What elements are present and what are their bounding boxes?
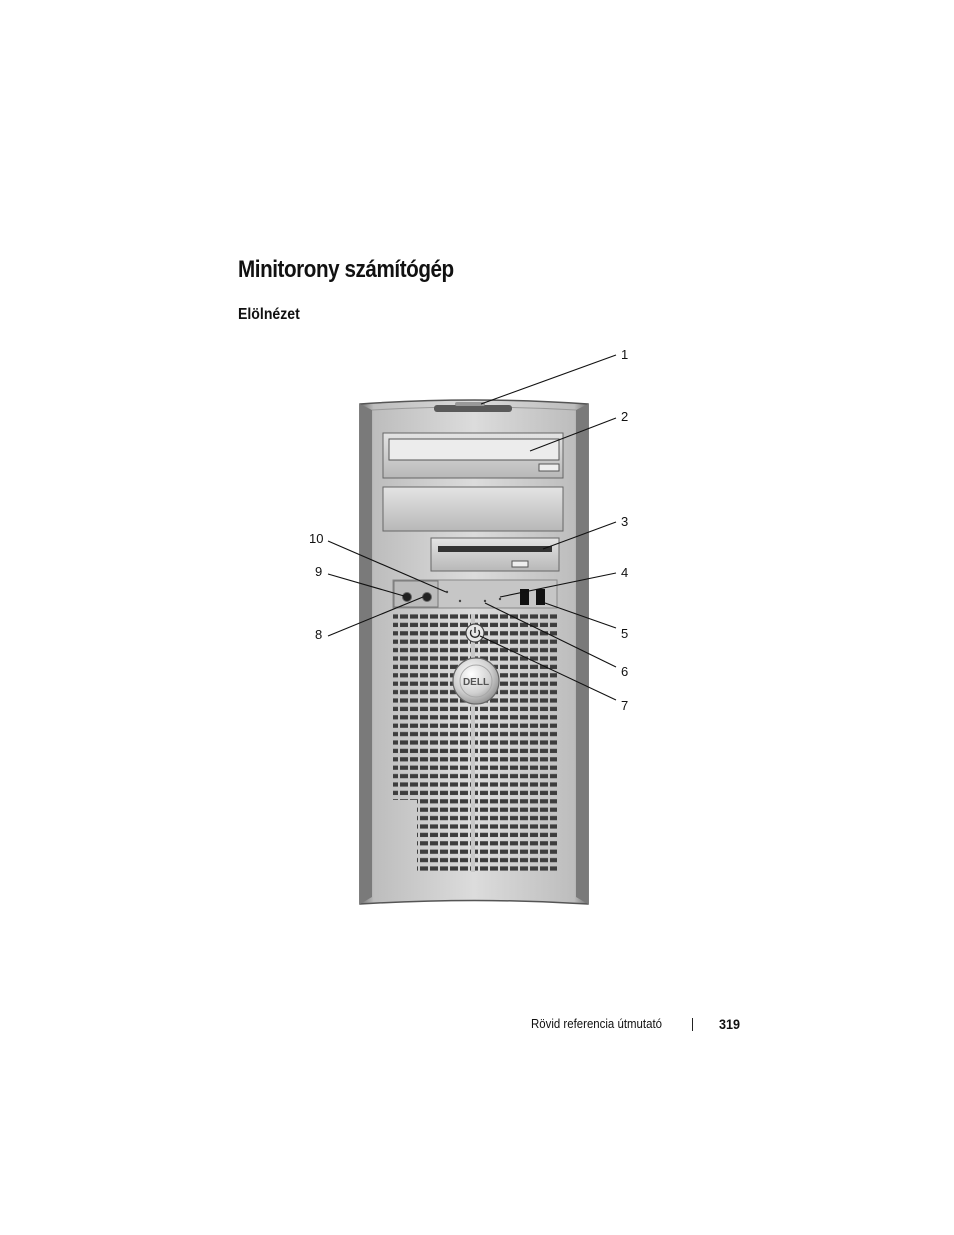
footer-guide-label: Rövid referencia útmutató — [531, 1016, 662, 1031]
callout-10: 10 — [309, 531, 323, 546]
top-handle — [434, 402, 512, 412]
callout-3: 3 — [621, 514, 628, 529]
floppy-drive — [430, 537, 560, 572]
page-title: Minitorony számítógép — [238, 256, 454, 283]
callout-2: 2 — [621, 409, 628, 424]
front-io-panel — [392, 579, 558, 609]
callout-4: 4 — [621, 565, 628, 580]
footer-separator — [692, 1018, 693, 1031]
callout-9: 9 — [315, 564, 322, 579]
callout-8: 8 — [315, 627, 322, 642]
page-number: 319 — [719, 1016, 741, 1032]
ventilation-grille — [393, 614, 557, 872]
dell-badge: DELL — [452, 657, 500, 705]
section-heading: Elölnézet — [238, 306, 300, 323]
callout-leaders — [327, 354, 617, 701]
callout-7: 7 — [621, 698, 628, 713]
callout-numbers: 1 2 3 4 5 6 7 8 9 10 — [309, 347, 628, 713]
dell-logo-text: DELL — [463, 677, 489, 688]
callout-5: 5 — [621, 626, 628, 641]
power-button — [465, 623, 485, 643]
drive-bay-cover — [382, 486, 564, 532]
callout-6: 6 — [621, 664, 628, 679]
optical-drive — [382, 432, 564, 479]
callout-1: 1 — [621, 347, 628, 362]
